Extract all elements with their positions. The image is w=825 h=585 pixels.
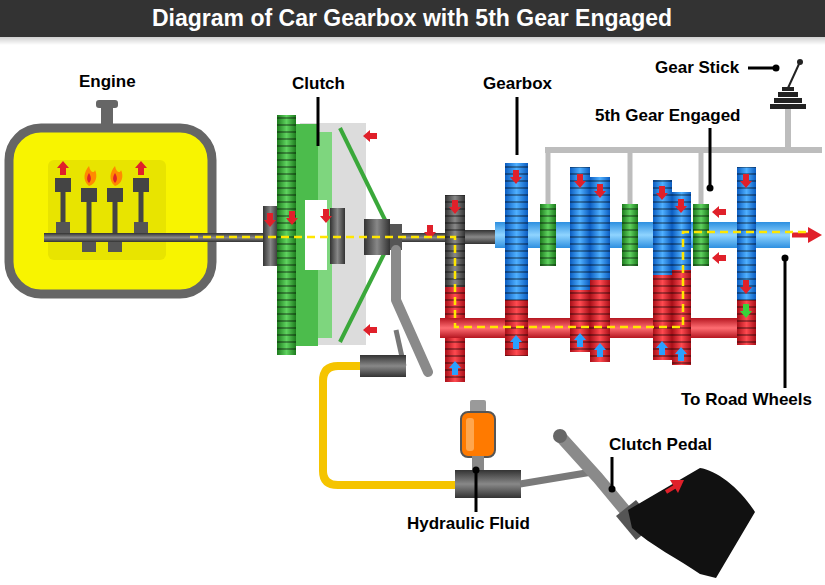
part-label: Clutch — [290, 74, 347, 94]
part-label: Engine — [77, 72, 138, 92]
part-label: Hydraulic Fluid — [405, 514, 532, 534]
callout-label: 5th Gear Engaged — [593, 106, 742, 126]
part-label: Gearbox — [481, 74, 554, 94]
title-bar: Diagram of Car Gearbox with 5th Gear Eng… — [0, 0, 825, 37]
diagram-title: Diagram of Car Gearbox with 5th Gear Eng… — [152, 5, 672, 31]
callout-label: To Road Wheels — [679, 390, 814, 410]
part-label: Gear Stick — [653, 58, 741, 78]
part-label: Clutch Pedal — [607, 435, 714, 455]
